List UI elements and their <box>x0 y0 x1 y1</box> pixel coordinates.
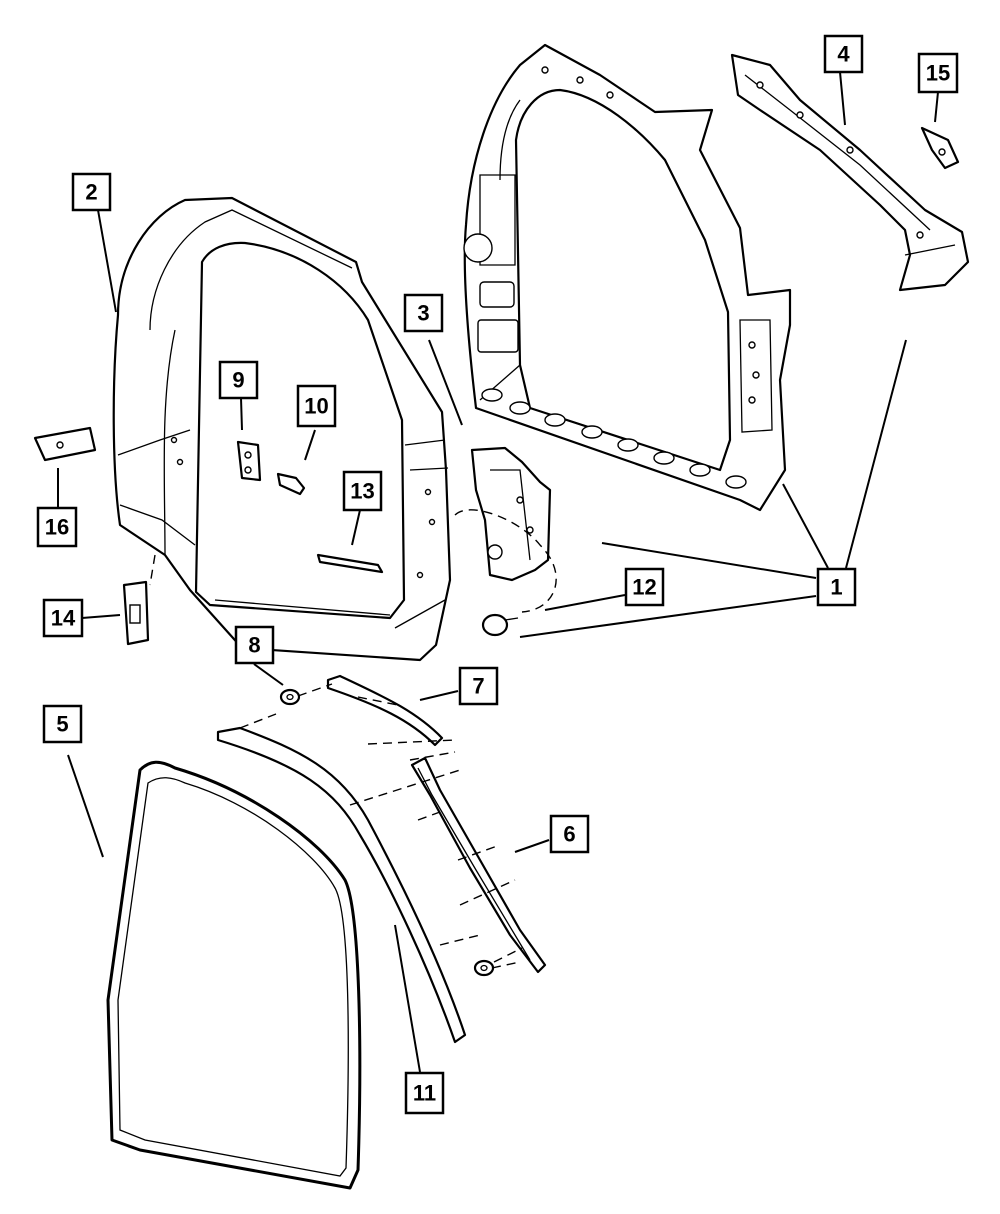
callout-1-label: 1 <box>830 575 842 600</box>
part-1-inner-aperture-panel <box>463 43 792 512</box>
callout-7: 7 <box>458 666 499 706</box>
callout-12-label: 12 <box>632 575 656 600</box>
callout-10-label: 10 <box>304 394 328 419</box>
callout-3-label: 3 <box>417 301 429 326</box>
callout-15-label: 15 <box>926 61 950 86</box>
callout-15: 15 <box>917 52 959 94</box>
callout-13: 13 <box>342 470 383 512</box>
part-11-roof-molding <box>216 726 467 1044</box>
callout-2-label: 2 <box>85 180 97 205</box>
callout-9-label: 9 <box>232 368 244 393</box>
part-4-roof-rail-reinforcement <box>730 53 970 292</box>
leader-lines <box>57 71 939 1073</box>
callout-16: 16 <box>36 506 78 548</box>
part-9-door-striker <box>236 440 262 482</box>
dashed-assembly-lines <box>239 683 523 969</box>
callout-1: 1 <box>816 567 857 607</box>
dashed-path-14 <box>149 554 156 586</box>
callout-6: 6 <box>549 814 590 854</box>
callout-5: 5 <box>42 704 83 744</box>
callout-8-label: 8 <box>248 633 260 658</box>
callout-2: 2 <box>71 172 112 212</box>
dashed-path-12 <box>454 509 557 613</box>
callout-14-label: 14 <box>51 606 76 631</box>
callout-11: 11 <box>404 1071 445 1115</box>
part-7-upper-channel <box>326 674 444 747</box>
callout-9: 9 <box>218 360 259 400</box>
callout-16-label: 16 <box>45 515 69 540</box>
callout-4-label: 4 <box>837 42 850 67</box>
callout-7-label: 7 <box>472 674 484 699</box>
part-3-hinge-reinforcement <box>470 446 552 582</box>
part-15-bracket <box>920 126 960 170</box>
callout-6-label: 6 <box>563 822 575 847</box>
callout-12: 12 <box>624 567 665 607</box>
part-5-weatherstrip-seal <box>106 760 362 1190</box>
part-14-latch-plate <box>122 580 150 646</box>
callout-13-label: 13 <box>350 479 374 504</box>
callout-4: 4 <box>823 34 864 74</box>
callout-11-label: 11 <box>413 1081 436 1106</box>
part-16-bracket <box>33 426 97 462</box>
callout-8: 8 <box>234 625 275 665</box>
part-2-outer-aperture-panel <box>112 196 452 662</box>
callout-10: 10 <box>296 384 337 428</box>
callout-14: 14 <box>42 598 84 638</box>
callout-3: 3 <box>403 293 444 333</box>
part-12-plug <box>481 613 519 637</box>
part-8-grommet <box>279 688 495 977</box>
part-6-pillar-channel <box>410 756 547 974</box>
callout-5-label: 5 <box>56 712 68 737</box>
part-10-bolt <box>276 472 306 496</box>
part-13-sill-piece <box>316 553 384 574</box>
